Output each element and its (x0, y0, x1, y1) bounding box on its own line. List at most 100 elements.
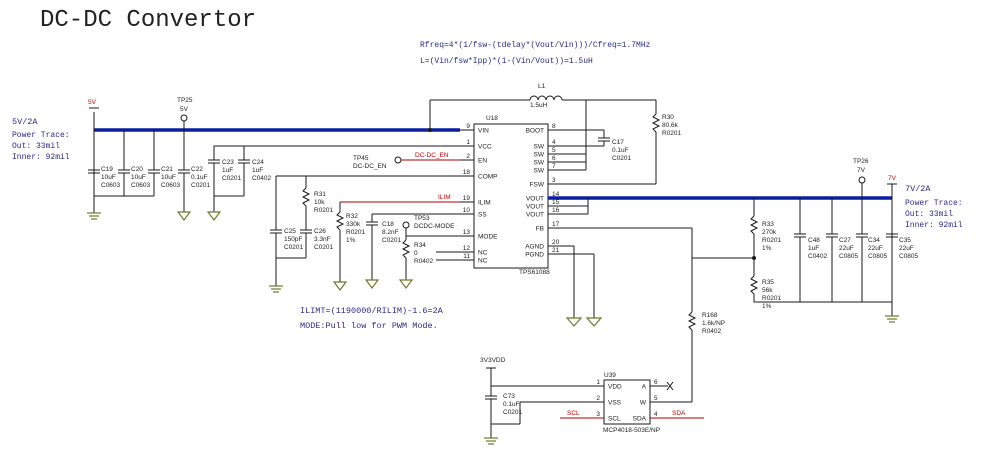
svg-text:C0201: C0201 (191, 182, 211, 189)
capacitor-c48[interactable]: C48 1uF C0402 (794, 233, 828, 302)
capacitor-c35[interactable]: C35 22uF C0805 (886, 233, 919, 260)
pin-name: VDD (608, 384, 622, 391)
svg-text:22uF: 22uF (899, 245, 914, 252)
net-scl-label: SCL (567, 410, 580, 417)
svg-text:C0603: C0603 (131, 182, 151, 189)
svg-text:C22: C22 (191, 166, 203, 173)
svg-text:TP53: TP53 (414, 215, 430, 222)
resistor-r32[interactable]: R32 330k R0201 1% (335, 202, 366, 282)
pin-name: EN (478, 158, 487, 165)
pin-number: 2 (596, 395, 600, 402)
capacitor-c20[interactable]: C20 10uF C0603 (118, 166, 151, 196)
u39-pin-5[interactable]: 5W (640, 395, 662, 407)
ground-symbol (585, 317, 603, 327)
u39-ref: U39 (604, 372, 616, 379)
resistor-r168[interactable]: R168 1.6k/NP R0402 (687, 311, 725, 402)
svg-text:10k: 10k (314, 199, 325, 206)
capacitor-c25[interactable]: C25 150pF C0201 (270, 228, 304, 286)
svg-text:0.1uF: 0.1uF (612, 147, 629, 154)
svg-text:R34: R34 (414, 242, 426, 249)
capacitor-c23[interactable]: C23 1uF C0201 (208, 159, 242, 212)
resistor-r30[interactable]: R30 80.6k R0201 (651, 100, 682, 184)
ground-symbol (565, 317, 583, 327)
pin-number: 9 (466, 123, 470, 130)
svg-text:Power Trace:: Power Trace: (905, 199, 963, 208)
svg-text:C0201: C0201 (222, 175, 242, 182)
capacitor-c34[interactable]: C34 22uF C0805 (856, 233, 888, 302)
svg-text:R0201: R0201 (762, 295, 782, 302)
capacitor-c73[interactable]: C73 0.1uF C0201 (485, 386, 523, 438)
pin-number: 20 (552, 239, 560, 246)
chip-u18[interactable]: U18 TPS61088 9VIN1VCC2EN18COMP19ILIM10SS… (460, 115, 562, 276)
capacitor-c26[interactable]: C26 3.3nF C0201 (300, 228, 334, 258)
net-sda-label: SDA (672, 410, 686, 417)
capacitor-c21[interactable]: C21 10uF C0603 (148, 166, 181, 196)
pin-number: 7 (552, 163, 556, 170)
svg-text:C0805: C0805 (868, 253, 888, 260)
pin-number: 17 (552, 221, 560, 228)
svg-text:7V/2A: 7V/2A (905, 184, 931, 194)
resistor-r33[interactable]: R33 270k R0201 1% (749, 215, 782, 276)
svg-text:330k: 330k (346, 221, 361, 228)
pin-number: 10 (463, 207, 471, 214)
ground-symbol (176, 211, 192, 221)
svg-text:0: 0 (414, 250, 418, 257)
resistor-r35[interactable]: R35 56k R0201 1% (749, 275, 782, 310)
u18-pin-2[interactable]: 2EN (460, 153, 487, 165)
testpoint-tp45[interactable]: TP45 DC-DC_EN (353, 155, 402, 170)
svg-text:C0402: C0402 (252, 175, 272, 182)
svg-text:C27: C27 (839, 237, 851, 244)
pin-name: VOUT (526, 204, 544, 211)
capacitor-c24[interactable]: C24 1uF C0402 (238, 159, 272, 196)
ground-symbol (206, 211, 222, 221)
inductor-l1[interactable]: L1 1.5uH (529, 83, 563, 109)
resistor-r34[interactable]: R34 0 R0402 (401, 236, 434, 280)
svg-text:Out: 33mil: Out: 33mil (12, 142, 60, 151)
svg-text:10uF: 10uF (131, 174, 146, 181)
testpoint-tp53[interactable]: TP53 DCDC-MODE (402, 215, 455, 230)
svg-text:22uF: 22uF (839, 245, 854, 252)
ground-symbol (885, 315, 899, 323)
svg-text:C0201: C0201 (284, 244, 304, 251)
svg-text:10uF: 10uF (101, 174, 116, 181)
inductor-equation: L=(Vin/fsw*Ipp)*(1-(Vin/Vout))=1.5uH (420, 57, 593, 66)
svg-text:R0201: R0201 (762, 237, 782, 244)
capacitor-c19[interactable]: C19 10uF C0603 (88, 166, 121, 189)
pin-name: FSW (530, 182, 545, 189)
resistor-r31[interactable]: R31 10k R0201 (301, 187, 334, 230)
capacitor-c17[interactable]: C17 0.1uF C0201 (598, 137, 632, 162)
pin-name: MODE (478, 234, 498, 241)
capacitor-c22[interactable]: C22 0.1uF C0201 (178, 166, 211, 212)
svg-text:TP25: TP25 (177, 97, 193, 104)
svg-text:C0402: C0402 (808, 253, 828, 260)
svg-text:C0201: C0201 (382, 237, 402, 244)
capacitor-c18[interactable]: C18 8.2nF C0201 (366, 214, 402, 280)
svg-text:1%: 1% (346, 237, 356, 244)
svg-text:C0201: C0201 (503, 409, 523, 416)
pin-number: 21 (552, 247, 560, 254)
svg-text:R0402: R0402 (414, 258, 434, 265)
pin-number: 18 (463, 169, 471, 176)
testpoint-tp25[interactable]: TP25 5V (177, 97, 193, 130)
pin-name: VIN (478, 128, 489, 135)
capacitor-c27[interactable]: C27 22uF C0805 (826, 233, 859, 302)
svg-text:22uF: 22uF (868, 245, 883, 252)
svg-text:R168: R168 (702, 312, 718, 319)
net-dcdc-en-label: DC-DC_EN (415, 152, 449, 159)
mode-note: MODE:Pull low for PWM Mode. (300, 321, 438, 331)
pin-name: SCL (608, 416, 621, 423)
testpoint-tp26[interactable]: TP26 7V (853, 158, 869, 198)
net-7v-label: 7V (888, 175, 897, 182)
